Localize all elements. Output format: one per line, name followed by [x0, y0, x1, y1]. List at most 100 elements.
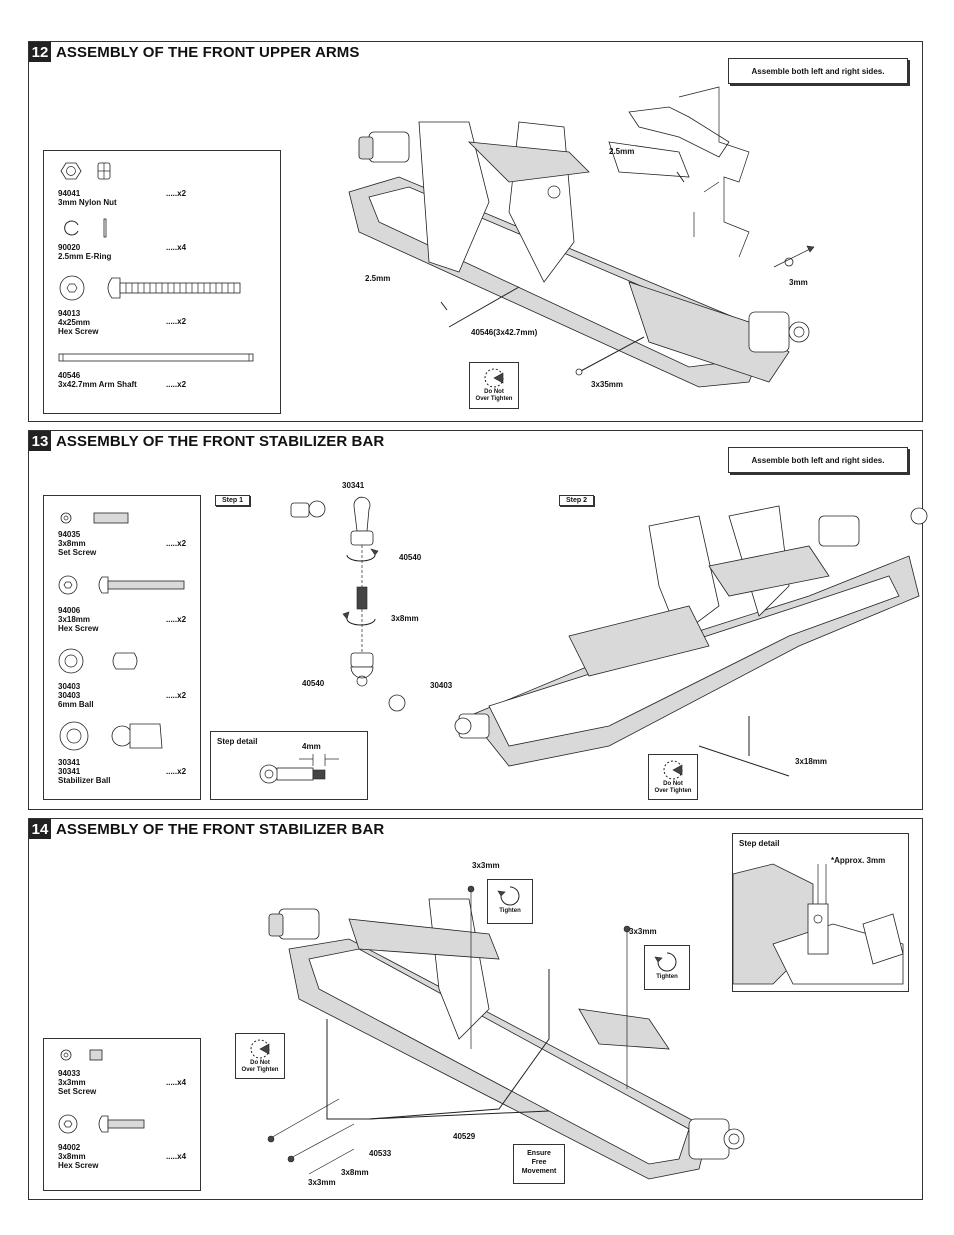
label-set-screw: 3x8mm: [391, 614, 419, 623]
part-name: 3x3mm: [58, 1078, 86, 1087]
part-name-2: Set Screw: [58, 1087, 97, 1096]
step-13-number: 13: [29, 431, 51, 451]
ensure-line-3: Movement: [521, 1168, 557, 1175]
part-name: 3x8mm: [58, 1152, 86, 1161]
e-ring-icon: [64, 218, 107, 238]
tighten-dial-icon: [484, 368, 504, 388]
stabilizer-install-drawing: [267, 885, 745, 1180]
part-qty: .....x2: [166, 317, 187, 326]
part-name: Stabilizer Ball: [58, 776, 111, 785]
step-detail-drawing: [732, 863, 904, 985]
part-code: 30403: [58, 682, 81, 691]
step-13-title: ASSEMBLY OF THE FRONT STABILIZER BAR: [56, 432, 385, 450]
step-detail-box: Step detail 4mm: [210, 731, 368, 800]
tighten-dial-icon: [250, 1039, 270, 1059]
step-2-drawing: [454, 505, 928, 777]
part-name-2: Set Screw: [58, 548, 97, 557]
approx-label: *Approx. 3mm: [831, 856, 886, 865]
tighten-label: Tighten: [499, 908, 521, 914]
step-13-header: 13 ASSEMBLY OF THE FRONT STABILIZER BAR: [29, 431, 384, 451]
part-qty: .....x2: [166, 189, 187, 198]
step-detail-label: Step detail: [739, 839, 780, 848]
part-qty: .....x4: [166, 243, 187, 252]
tighten-callout-top: Tighten: [487, 879, 533, 924]
label-30341: 30341: [342, 481, 365, 490]
step-12-note: Assemble both left and right sides.: [728, 58, 908, 84]
callout-line-1: Do Not: [484, 389, 504, 395]
thread-lines: [125, 283, 235, 293]
tighten-dial-icon: [654, 952, 677, 972]
part-qty: .....x2: [166, 539, 187, 548]
hex-screw-icon: [58, 575, 185, 595]
part-code: 94006: [58, 606, 81, 615]
callout-line-1: Do Not: [663, 781, 683, 787]
ensure-line-1: Ensure: [527, 1150, 551, 1157]
hex-screw-icon: [58, 1114, 145, 1134]
part-name: 3x8mm: [58, 539, 86, 548]
set-screw-icon: [60, 512, 129, 524]
part-name: 2.5mm E-Ring: [58, 252, 112, 261]
part-code: 94002: [58, 1143, 81, 1152]
label-ering-left: 2.5mm: [365, 274, 391, 283]
part-name: 4x25mm: [58, 318, 91, 327]
label-set-top: 3x3mm: [472, 861, 500, 870]
do-not-over-tighten-callout: Do Not Over Tighten: [235, 1033, 285, 1079]
part-code: 94033: [58, 1069, 81, 1078]
step-12-section: 12 ASSEMBLY OF THE FRONT UPPER ARMS Asse…: [28, 41, 923, 422]
label-4mm: 4mm: [302, 742, 321, 751]
part-name: 3mm Nylon Nut: [58, 198, 117, 207]
step-2-tag: Step 2: [559, 495, 595, 506]
step-detail-drawing: [259, 754, 339, 784]
set-screw-icon: [60, 1049, 103, 1061]
part-name: 3x18mm: [58, 615, 91, 624]
label-40540-bottom: 40540: [302, 679, 325, 688]
part-code: 30341: [58, 758, 81, 767]
part-code-2: 30341: [58, 767, 81, 776]
part-name: 3x42.7mm Arm Shaft: [58, 380, 137, 389]
step-13-section: 13 ASSEMBLY OF THE FRONT STABILIZER BAR …: [28, 430, 928, 810]
label-nut: 3mm: [789, 278, 808, 287]
callout-line-1: Do Not: [250, 1060, 270, 1066]
ensure-free-movement-callout: Ensure Free Movement: [513, 1144, 565, 1184]
part-code: 40546: [58, 371, 81, 380]
step-1-drawing: [290, 496, 406, 712]
step-14-number: 14: [29, 819, 51, 839]
callout-line-2: Over Tighten: [475, 396, 513, 402]
step-14-header: 14 ASSEMBLY OF THE FRONT STABILIZER BAR: [29, 819, 384, 839]
label-set-bottom: 3x3mm: [308, 1178, 336, 1187]
tighten-dial-icon: [663, 760, 683, 780]
hex-screw-icon: [59, 275, 241, 301]
step-14-detail-box: Step detail *Approx. 3mm: [732, 833, 909, 992]
step-13-note: Assemble both left and right sides.: [728, 447, 908, 473]
part-qty: .....x4: [166, 1152, 187, 1161]
part-name: 6mm Ball: [58, 700, 94, 709]
label-30403: 30403: [430, 681, 453, 690]
do-not-over-tighten-callout: Do Not Over Tighten: [469, 362, 519, 409]
part-name-2: Hex Screw: [58, 1161, 99, 1170]
label-screw: 3x35mm: [591, 380, 624, 389]
tighten-callout-right: Tighten: [644, 945, 690, 990]
step-12-header: 12 ASSEMBLY OF THE FRONT UPPER ARMS: [29, 42, 360, 62]
part-qty: .....x2: [166, 691, 187, 700]
step-12-title: ASSEMBLY OF THE FRONT UPPER ARMS: [56, 43, 360, 61]
stabilizer-ball-icon: [59, 721, 163, 751]
part-code: 94041: [58, 189, 81, 198]
label-set-right: 3x3mm: [629, 927, 657, 936]
callout-line-2: Over Tighten: [241, 1067, 279, 1073]
part-qty: .....x2: [166, 767, 187, 776]
label-40533: 40533: [369, 1149, 392, 1158]
step-detail-label: Step detail: [217, 737, 258, 746]
part-qty: .....x2: [166, 615, 187, 624]
label-shaft: 40546(3x42.7mm): [471, 328, 538, 337]
part-qty: .....x4: [166, 1078, 187, 1087]
part-qty: .....x2: [166, 380, 187, 389]
label-40529: 40529: [453, 1132, 476, 1141]
tighten-dial-icon: [497, 886, 520, 906]
arm-shaft-icon: [58, 353, 254, 362]
label-hex-screw: 3x8mm: [341, 1168, 369, 1177]
label-40540-top: 40540: [399, 553, 422, 562]
ball-icon: [58, 648, 138, 674]
do-not-over-tighten-callout: Do Not Over Tighten: [648, 754, 698, 800]
